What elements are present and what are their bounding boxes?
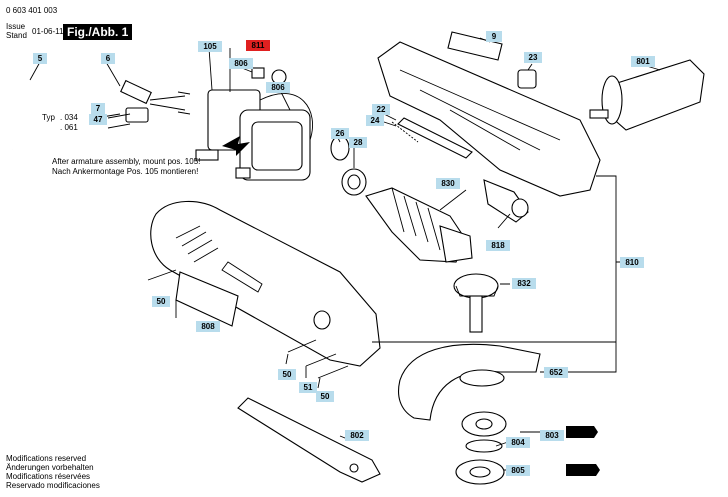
guard-clamp-ring [459, 369, 505, 387]
aux-handle-thread [589, 109, 609, 119]
label-802: 802 [345, 430, 369, 441]
typ-label: Typ [42, 113, 55, 122]
label-24: 24 [366, 115, 384, 126]
label-47: 47 [89, 114, 107, 125]
leader-lines [29, 37, 661, 471]
label-28: 28 [349, 137, 367, 148]
spring-24 [391, 121, 419, 143]
typ-variant-034: . 034 [60, 113, 78, 122]
gear-housing [377, 41, 601, 197]
gear-housing-ribs [399, 69, 561, 151]
label-808 [175, 271, 239, 327]
aux-handle [609, 59, 705, 131]
bearing-26 [330, 135, 350, 161]
label-9: 9 [486, 31, 502, 42]
footer-de: Änderungen vorbehalten [6, 463, 94, 472]
cable-clamp [125, 107, 149, 123]
cable-inner [9, 64, 132, 151]
armature-slots [391, 187, 441, 251]
label-6: 6 [101, 53, 115, 64]
label-50b: 50 [278, 369, 296, 380]
label-801: 801 [631, 56, 655, 67]
lever-22 [397, 117, 473, 159]
figure-label: Fig./Abb. 1 [63, 24, 133, 40]
label-805: 805 [506, 465, 530, 476]
spindle-lock-knob [511, 198, 529, 218]
spindle [469, 295, 483, 333]
label-7: 7 [91, 103, 105, 114]
label-51: 51 [299, 382, 317, 393]
assembly-note-en: After armature assembly, mount pos. 105! [52, 157, 201, 166]
label-50c: 50 [316, 391, 334, 402]
small-clip [235, 167, 251, 179]
footer-fr: Modifications réservées [6, 472, 91, 481]
wrench-icon-803 [566, 426, 598, 438]
flange-804-bore [475, 418, 493, 430]
wrench-icon-805 [566, 464, 600, 476]
label-806a: 806 [229, 58, 253, 69]
stand-label: Stand [6, 31, 27, 40]
label-810: 810 [620, 257, 644, 268]
nut-805-bore [469, 466, 491, 478]
clamp-screws [107, 113, 131, 129]
footer-en: Modifications reserved [6, 454, 87, 463]
label-26: 26 [331, 128, 349, 139]
rating-plate-slot [221, 261, 263, 293]
label-830: 830 [436, 178, 460, 189]
label-23: 23 [524, 52, 542, 63]
label-803: 803 [540, 430, 564, 441]
screw-50-left [147, 269, 177, 281]
cable-sleeve [120, 79, 152, 105]
label-808: 808 [196, 321, 220, 332]
label-652: 652 [544, 367, 568, 378]
label-806b: 806 [266, 82, 290, 93]
label-832: 832 [512, 278, 536, 289]
brush-806 [251, 67, 265, 79]
clip-23 [517, 69, 537, 89]
armature-pinion [439, 225, 473, 263]
footer-es: Reservado modificaciones [6, 481, 100, 490]
field-wire [259, 93, 313, 141]
label-811: 811 [246, 40, 270, 51]
vent-slots [175, 225, 219, 263]
screw-51 [305, 353, 337, 367]
cable-wires [149, 91, 191, 115]
label-804: 804 [506, 437, 530, 448]
screw-50-right [317, 365, 349, 379]
assembly-note-de: Nach Ankermontage Pos. 105 montieren! [52, 167, 199, 176]
label-50a: 50 [152, 296, 170, 307]
screw-50-middle [287, 339, 317, 353]
label-5: 5 [33, 53, 47, 64]
bearing-28-bore [347, 174, 361, 190]
label-105: 105 [198, 41, 222, 52]
spanner-hole [349, 463, 359, 473]
issue-label: Issue [6, 22, 26, 31]
field-core [251, 121, 303, 171]
label-818: 818 [486, 240, 510, 251]
spanner-802 [237, 397, 381, 483]
typ-variant-061: . 061 [60, 123, 78, 132]
bevel-gear [453, 273, 499, 299]
part-number: 0 603 401 003 [6, 6, 58, 15]
label-22: 22 [372, 104, 390, 115]
issue-date: 01-06-11 [32, 27, 64, 36]
housing-button [313, 310, 331, 330]
mount-arrow [222, 136, 250, 156]
o-ring-804 [465, 439, 503, 453]
switch-contact [195, 149, 219, 161]
